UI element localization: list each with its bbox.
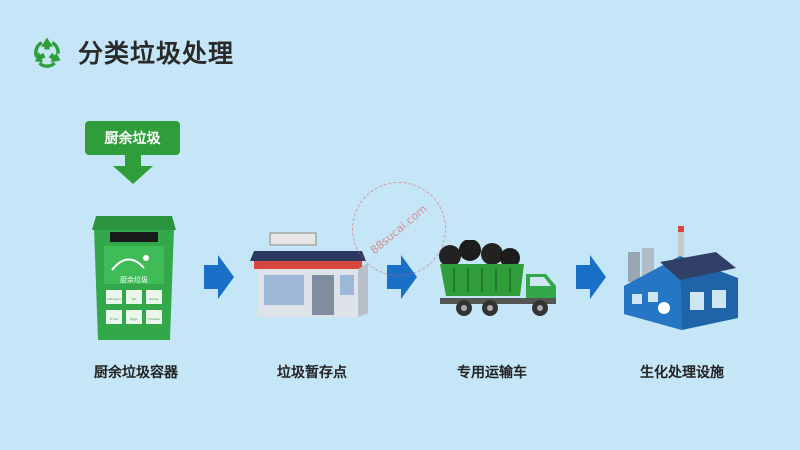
watermark-text: 88sucai.com — [368, 201, 430, 257]
bin-cell-label: Leftovers — [107, 297, 121, 301]
kitchen-waste-bin-illustration: 厨余垃圾 Leftovers Tea Bones Fruits Eggs Flo… — [92, 216, 176, 340]
stage-label-truck: 专用运输车 — [457, 365, 527, 381]
storage-kiosk-illustration — [250, 232, 368, 317]
garbage-truck-illustration — [439, 239, 556, 316]
bin-brand-text: 厨余垃圾 — [120, 275, 148, 284]
arrow-down-icon — [113, 154, 153, 184]
stage-label-storage: 垃圾暂存点 — [277, 365, 347, 381]
bin-cell-label: Fruits — [110, 317, 119, 321]
stage-bio-facility — [620, 222, 742, 330]
stage-transport-truck — [432, 239, 560, 322]
page-title: 分类垃圾处理 — [78, 39, 235, 68]
bin-cell-label: Flowers — [148, 317, 160, 321]
bin-cell-label: Tea — [130, 297, 136, 301]
bin-cell-label: Eggs — [130, 317, 138, 321]
bin-category-tag: 厨余垃圾 — [85, 121, 180, 155]
bin-cell-label: Bones — [149, 297, 159, 301]
arrow-right-icon — [204, 255, 234, 299]
page-header: 分类垃圾处理 — [30, 34, 234, 70]
bio-facility-illustration — [624, 226, 738, 330]
arrow-right-icon — [576, 255, 606, 299]
stage-storage-point — [250, 225, 370, 320]
stage-kitchen-bin: 厨余垃圾 Leftovers Tea Bones Fruits Eggs Flo… — [88, 210, 180, 342]
stage-label-facility: 生化处理设施 — [640, 365, 724, 381]
recycle-icon — [34, 37, 61, 68]
stage-label-bin: 厨余垃圾容器 — [94, 365, 178, 381]
watermark-stamp: 88sucai.com — [352, 182, 446, 276]
